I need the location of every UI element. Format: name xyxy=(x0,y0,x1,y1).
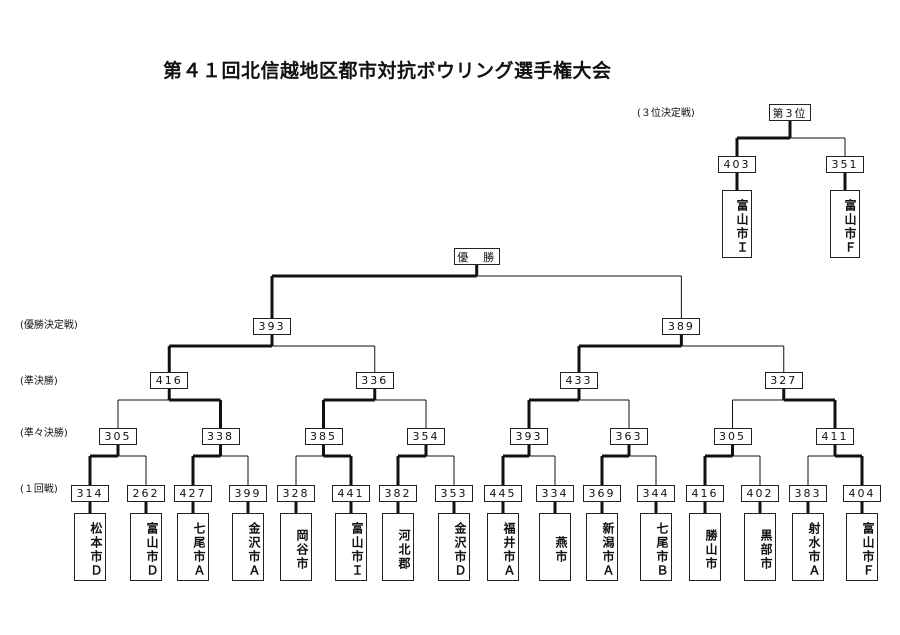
team-box: 金沢市Ａ xyxy=(232,513,264,581)
champion-box: 優 勝 xyxy=(453,248,500,265)
third-place-score: 351 xyxy=(826,156,864,173)
third-place-score: 403 xyxy=(718,156,756,173)
semifinal-score: 327 xyxy=(764,372,803,389)
quarterfinal-score: 393 xyxy=(510,428,548,445)
third-place-title-box: 第3位 xyxy=(769,104,811,121)
third-place-team-box: 富山市Ｆ xyxy=(830,190,860,258)
first-round-score: 334 xyxy=(536,485,574,502)
round-label-final: (優勝決定戦) xyxy=(20,320,78,331)
first-round-score: 441 xyxy=(332,485,370,502)
quarterfinal-score: 385 xyxy=(304,428,343,445)
quarterfinal-score: 305 xyxy=(99,428,137,445)
team-box: 射水市Ａ xyxy=(792,513,824,581)
first-round-score: 262 xyxy=(127,485,165,502)
first-round-score: 427 xyxy=(174,485,212,502)
team-box: 岡谷市 xyxy=(280,513,312,581)
quarterfinal-score: 411 xyxy=(816,428,854,445)
round-label-quarterfinal: (準々決勝) xyxy=(20,428,68,439)
team-box: 新潟市Ａ xyxy=(586,513,618,581)
final-score: 389 xyxy=(662,318,701,335)
team-box: 富山市Ｆ xyxy=(846,513,878,581)
first-round-score: 445 xyxy=(484,485,522,502)
first-round-score: 353 xyxy=(435,485,473,502)
final-score: 393 xyxy=(253,318,291,335)
first-round-score: 369 xyxy=(583,485,621,502)
first-round-score: 344 xyxy=(637,485,675,502)
first-round-score: 314 xyxy=(71,485,109,502)
team-box: 松本市Ｄ xyxy=(74,513,106,581)
page-title: 第４１回北信越地区都市対抗ボウリング選手権大会 xyxy=(163,60,612,82)
quarterfinal-score: 363 xyxy=(610,428,648,445)
first-round-score: 416 xyxy=(686,485,724,502)
quarterfinal-score: 354 xyxy=(407,428,445,445)
team-box: 勝山市 xyxy=(689,513,721,581)
round-label-third-place: (３位決定戦) xyxy=(637,108,695,119)
team-box: 富山市Ｉ xyxy=(335,513,367,581)
quarterfinal-score: 338 xyxy=(201,428,240,445)
quarterfinal-score: 305 xyxy=(713,428,752,445)
team-box: 七尾市Ｂ xyxy=(640,513,672,581)
team-box: 富山市Ｄ xyxy=(130,513,162,581)
team-box: 七尾市Ａ xyxy=(177,513,209,581)
semifinal-score: 336 xyxy=(355,372,394,389)
round-label-semifinal: (準決勝) xyxy=(20,376,58,387)
first-round-score: 383 xyxy=(789,485,827,502)
first-round-score: 382 xyxy=(379,485,417,502)
team-box: 河北郡 xyxy=(382,513,414,581)
third-place-team-box: 富山市Ｉ xyxy=(722,190,752,258)
team-box: 福井市Ａ xyxy=(487,513,519,581)
round-label-first-round: (１回戦) xyxy=(20,484,58,495)
semifinal-score: 433 xyxy=(560,372,598,389)
first-round-score: 328 xyxy=(277,485,315,502)
team-box: 金沢市Ｄ xyxy=(438,513,470,581)
first-round-score: 404 xyxy=(843,485,881,502)
first-round-score: 399 xyxy=(229,485,267,502)
team-box: 燕市 xyxy=(539,513,571,581)
first-round-score: 402 xyxy=(741,485,779,502)
semifinal-score: 416 xyxy=(150,372,189,389)
team-box: 黒部市 xyxy=(744,513,776,581)
